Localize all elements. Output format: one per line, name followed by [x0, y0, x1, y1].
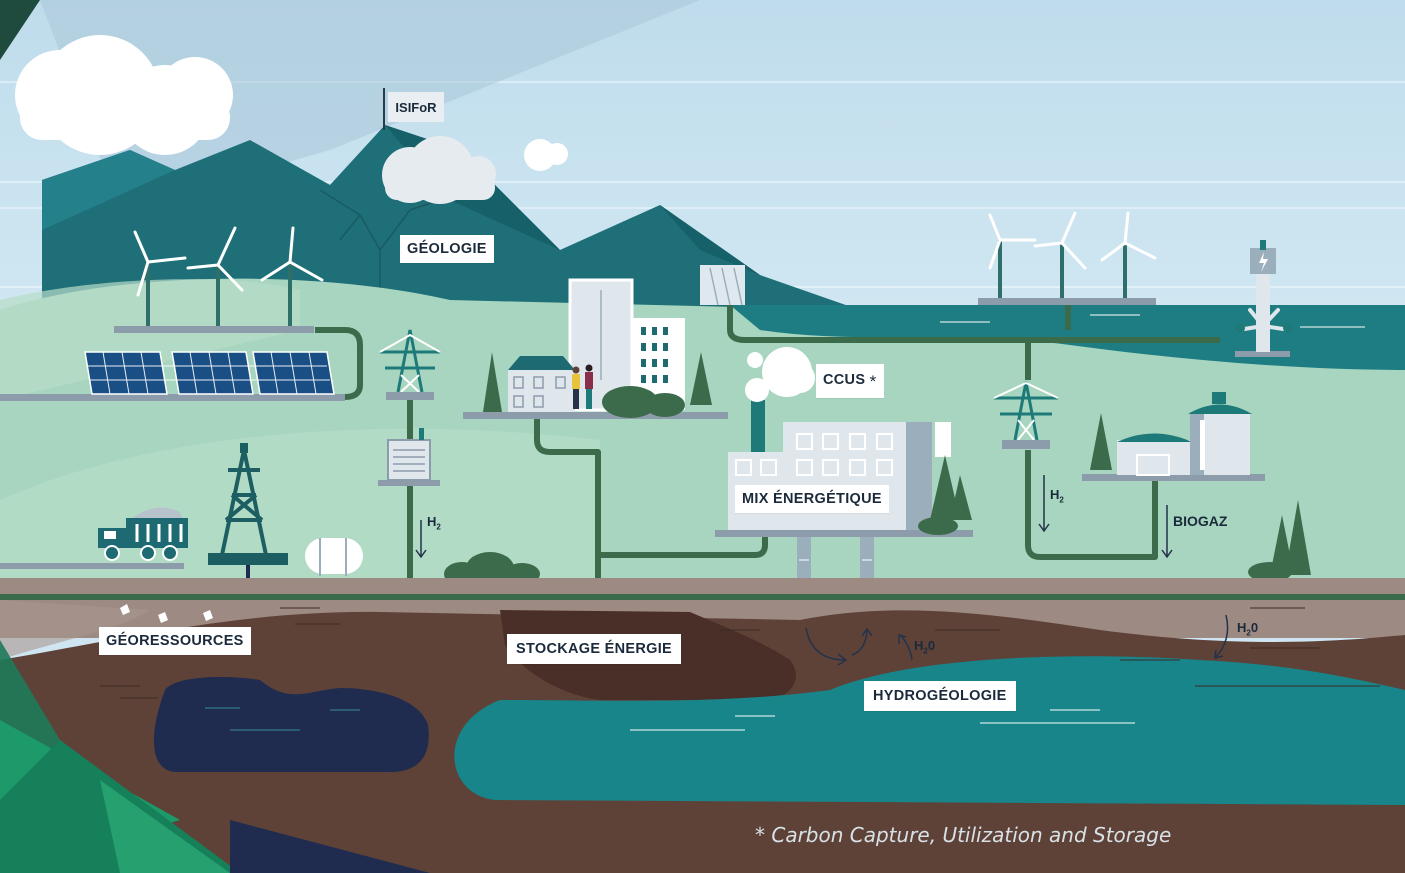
power-pylon-left	[379, 329, 441, 400]
pipe-network	[0, 305, 1220, 615]
mountain-range	[42, 125, 860, 310]
h2o-tail: 0	[927, 638, 936, 653]
biogas-plant	[1090, 392, 1252, 476]
cloud-small	[524, 139, 568, 171]
water-flow-arrows	[805, 614, 1229, 666]
gas-tank	[305, 538, 363, 576]
h2-arrows	[415, 475, 1173, 559]
h2o-subscript: 2	[1246, 628, 1251, 638]
mineral-crystals	[120, 604, 213, 623]
dam-lines	[709, 267, 743, 306]
dark-facet	[230, 820, 430, 873]
h2-right: H2	[1050, 487, 1064, 505]
ore-truck	[98, 507, 188, 561]
h2o-symbol: H	[914, 638, 924, 653]
trees-right	[1248, 500, 1311, 582]
label-biogaz: BIOGAZ	[1173, 513, 1228, 529]
label-hydrogeologie: HYDROGÉOLOGIE	[864, 681, 1016, 711]
mountain-face	[42, 150, 175, 230]
oil-reservoir	[153, 677, 429, 772]
label-georessources: GÉORESSOURCES	[99, 627, 251, 655]
label-mix-energetique: MIX ÉNERGÉTIQUE	[735, 485, 889, 513]
geology-cracks	[319, 189, 441, 300]
cloud-big	[15, 35, 233, 155]
h2o-subscript: 2	[923, 646, 928, 656]
platforms	[0, 298, 1290, 569]
tidal-tower	[1235, 240, 1293, 352]
people	[572, 364, 593, 409]
town	[483, 278, 712, 418]
h2-symbol: H	[1050, 487, 1060, 502]
electrolyser	[387, 428, 431, 481]
corner-shape	[0, 0, 40, 60]
ccus-chimney	[745, 347, 815, 452]
aquifer	[454, 656, 1405, 805]
green-facets	[0, 640, 240, 873]
h2-subscript: 2	[1059, 495, 1064, 505]
label-stockage-energie: STOCKAGE ÉNERGIE	[507, 634, 682, 664]
h2o-symbol: H	[1237, 620, 1247, 635]
soil-light	[0, 600, 150, 660]
h2-symbol: H	[427, 514, 437, 529]
h2o-center: H20	[914, 638, 935, 656]
label-ccus-mark: *	[869, 372, 877, 391]
label-ccus-text: CCUS	[823, 372, 866, 388]
h2-left: H2	[427, 514, 441, 532]
power-pylon-right	[993, 381, 1059, 449]
footnote: * Carbon Capture, Utilization and Storag…	[755, 823, 1172, 847]
solar-panels	[84, 351, 335, 395]
aquifer-lines	[630, 709, 1135, 731]
label-geologie: GÉOLOGIE	[400, 235, 494, 263]
isifor-flag: ISIFoR	[388, 92, 444, 122]
mountain-shadow-2	[660, 205, 760, 275]
wind-turbines-offshore	[988, 211, 1157, 298]
cloud-mid	[382, 136, 496, 204]
wind-turbines-left	[133, 226, 324, 326]
h2o-tail: 0	[1250, 620, 1259, 635]
oil-lines	[205, 707, 360, 731]
strata-lines	[100, 607, 1380, 699]
label-ccus: CCUS *	[816, 364, 884, 398]
h2-subscript: 2	[436, 522, 441, 532]
h2o-right: H20	[1237, 620, 1258, 638]
meadow-light	[0, 279, 300, 400]
light-beam	[40, 0, 700, 210]
